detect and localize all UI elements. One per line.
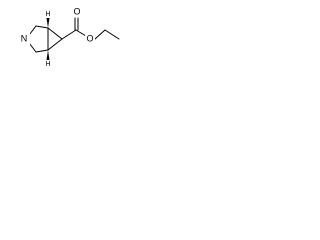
ester-oxygen-label: O xyxy=(86,33,93,43)
wedge-h-top xyxy=(46,18,50,28)
bond-carbonyl-ester-o xyxy=(75,29,87,37)
ester-o-label-backing xyxy=(85,33,95,45)
bond-bridgehead-top-c6 xyxy=(47,27,63,40)
bond-c-top-bridgehead-top xyxy=(35,25,49,29)
carbonyl-oxygen-label: O xyxy=(73,6,80,16)
nitrogen-atom-label: N xyxy=(21,33,28,43)
bond-bridgehead-bottom-c6 xyxy=(47,38,63,51)
hydrogen-top-label: H xyxy=(45,11,50,18)
bond-c-bottom-bridgehead-bottom xyxy=(35,49,49,53)
hydrogen-bottom-label: H xyxy=(45,61,50,68)
n-label-backing xyxy=(20,33,30,45)
bond-c6-carbonyl xyxy=(61,29,77,40)
chemical-structure: N H H O O xyxy=(20,6,120,68)
wedge-h-bottom xyxy=(46,50,50,60)
bond-ester-o-ch2 xyxy=(94,29,106,40)
bond-ch2-ch3 xyxy=(104,29,120,40)
